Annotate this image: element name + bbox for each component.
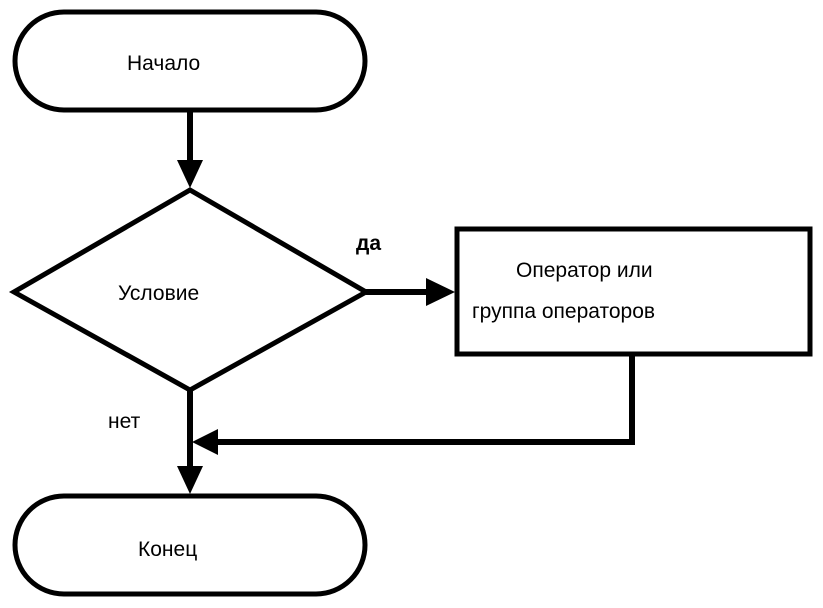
arrowhead (177, 160, 203, 188)
end-label: Конец (138, 538, 197, 561)
operator-label-line1: Оператор или (516, 259, 653, 282)
end-terminal (12, 493, 368, 597)
operator-label-line2: группа операторов (472, 300, 655, 323)
arrowhead (177, 466, 203, 494)
no-label: нет (108, 410, 141, 433)
arrowhead (192, 429, 218, 455)
arrow-operator-return (215, 354, 635, 445)
condition-label: Условие (118, 282, 199, 305)
operator-process (454, 226, 813, 357)
start-label: Начало (127, 52, 200, 75)
yes-label: да (356, 232, 381, 255)
arrowhead (426, 278, 455, 306)
